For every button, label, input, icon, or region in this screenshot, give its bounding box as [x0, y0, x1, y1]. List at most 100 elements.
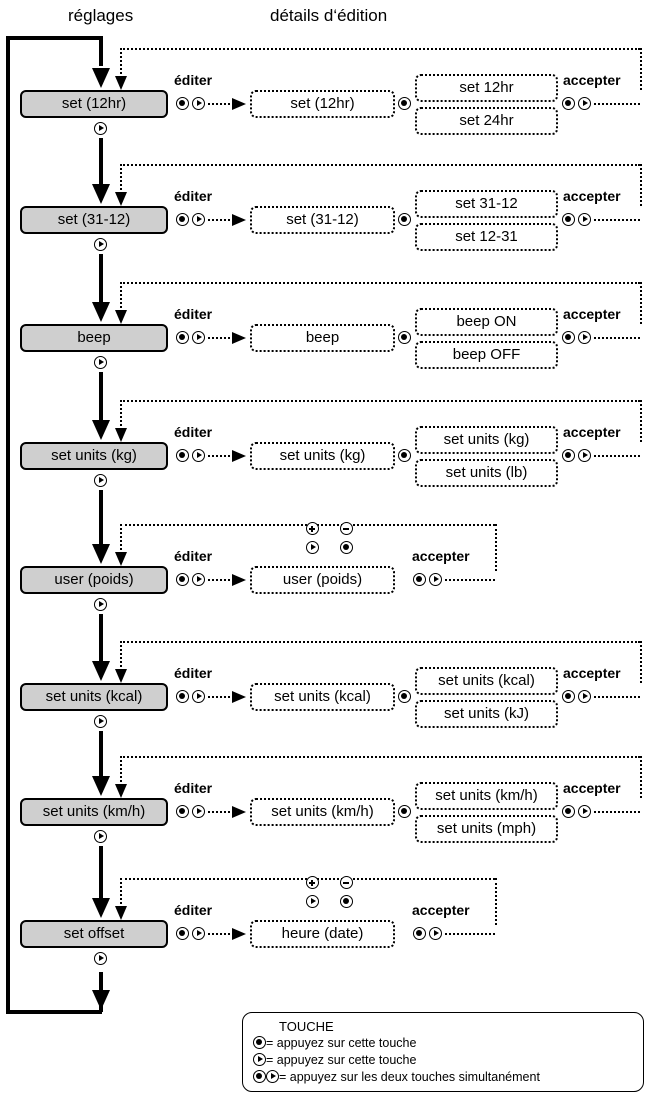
play-button-icon[interactable]: [94, 830, 107, 843]
dot-button-icon[interactable]: [176, 213, 189, 226]
edit-label: éditer: [174, 665, 213, 681]
loop-line-bottom: [6, 1010, 102, 1014]
setting-box[interactable]: beep: [20, 324, 168, 352]
option-box: beep ON: [415, 308, 558, 336]
dot-button-icon[interactable]: [398, 331, 411, 344]
main-arrow-icon: [92, 68, 110, 88]
play-button-icon[interactable]: [578, 805, 591, 818]
legend-item-play-text: = appuyez sur cette touche: [266, 1053, 417, 1067]
setting-box[interactable]: set (12hr): [20, 90, 168, 118]
legend-title: TOUCHE: [279, 1019, 334, 1034]
dot-button-icon[interactable]: [176, 97, 189, 110]
detail-box: heure (date): [250, 920, 395, 948]
play-button-icon[interactable]: [578, 97, 591, 110]
dot-button-icon[interactable]: [176, 805, 189, 818]
option-box: beep OFF: [415, 341, 558, 369]
return-loop-top: [120, 282, 640, 284]
play-button-icon[interactable]: [429, 927, 442, 940]
dot-button-icon[interactable]: [413, 927, 426, 940]
legend-box: TOUCHE = appuyez sur cette touche = appu…: [242, 1012, 644, 1092]
main-flow-line: [99, 846, 103, 900]
return-loop-right: [640, 282, 642, 324]
main-flow-line: [99, 731, 103, 778]
main-arrow-icon: [92, 776, 110, 796]
main-arrow-icon: [92, 661, 110, 681]
dot-button-icon[interactable]: [562, 805, 575, 818]
setting-box[interactable]: set units (kcal): [20, 683, 168, 711]
dot-button-icon[interactable]: [176, 449, 189, 462]
play-button-icon[interactable]: [192, 449, 205, 462]
accept-label: accepter: [563, 665, 621, 681]
dot-button-icon[interactable]: [398, 805, 411, 818]
dot-button-icon[interactable]: [562, 449, 575, 462]
play-button-icon[interactable]: [94, 598, 107, 611]
dot-button-icon[interactable]: [340, 541, 353, 554]
accept-label: accepter: [563, 72, 621, 88]
play-button-icon[interactable]: [192, 331, 205, 344]
play-button-icon[interactable]: [192, 573, 205, 586]
loop-line-entry: [99, 36, 103, 66]
dot-button-icon[interactable]: [413, 573, 426, 586]
dot-button-icon[interactable]: [176, 331, 189, 344]
play-button-icon[interactable]: [578, 449, 591, 462]
main-flow-line: [99, 490, 103, 546]
dot-button-icon[interactable]: [562, 690, 575, 703]
accept-line: [594, 337, 640, 339]
return-loop-down: [120, 282, 122, 312]
play-button-icon[interactable]: [94, 356, 107, 369]
legend-item-both: = appuyez sur les deux touches simultané…: [253, 1070, 540, 1084]
return-loop-down: [120, 48, 122, 78]
play-button-icon: [253, 1053, 266, 1066]
setting-box[interactable]: set units (km/h): [20, 798, 168, 826]
dot-button-icon[interactable]: [562, 97, 575, 110]
play-button-icon[interactable]: [94, 952, 107, 965]
dot-button-icon[interactable]: [398, 449, 411, 462]
play-button-icon[interactable]: [578, 331, 591, 344]
accept-label: accepter: [412, 548, 470, 564]
dot-button-icon[interactable]: [176, 927, 189, 940]
main-flow-line: [99, 138, 103, 186]
return-loop-right: [640, 164, 642, 206]
dot-button-icon[interactable]: [340, 895, 353, 908]
play-button-icon[interactable]: [429, 573, 442, 586]
option-box: set 31-12: [415, 190, 558, 218]
play-button-icon[interactable]: [94, 122, 107, 135]
play-button-icon[interactable]: [94, 474, 107, 487]
play-button-icon[interactable]: [192, 805, 205, 818]
setting-box[interactable]: user (poids): [20, 566, 168, 594]
edit-arrow-line: [208, 103, 234, 105]
play-button-icon[interactable]: [192, 927, 205, 940]
dot-button-icon[interactable]: [176, 573, 189, 586]
dot-button-icon[interactable]: [398, 213, 411, 226]
accept-label: accepter: [563, 306, 621, 322]
minus-button-icon[interactable]: [340, 522, 353, 535]
setting-box[interactable]: set (31-12): [20, 206, 168, 234]
edit-label: éditer: [174, 902, 213, 918]
dot-button-icon[interactable]: [562, 213, 575, 226]
plus-button-icon[interactable]: [306, 876, 319, 889]
plus-button-icon[interactable]: [306, 522, 319, 535]
play-button-icon[interactable]: [578, 690, 591, 703]
return-loop-down: [120, 400, 122, 430]
play-button-icon[interactable]: [578, 213, 591, 226]
play-button-icon[interactable]: [94, 238, 107, 251]
play-button-icon[interactable]: [192, 690, 205, 703]
return-loop-top: [120, 400, 640, 402]
main-flow-line: [99, 254, 103, 304]
play-button-icon[interactable]: [306, 895, 319, 908]
setting-box[interactable]: set units (kg): [20, 442, 168, 470]
dot-button-icon[interactable]: [398, 690, 411, 703]
play-button-icon[interactable]: [192, 213, 205, 226]
edit-label: éditer: [174, 548, 213, 564]
play-button-icon[interactable]: [306, 541, 319, 554]
edit-arrow-line: [208, 933, 234, 935]
play-button-icon[interactable]: [192, 97, 205, 110]
dot-button-icon[interactable]: [398, 97, 411, 110]
dot-button-icon: [253, 1070, 266, 1083]
minus-button-icon[interactable]: [340, 876, 353, 889]
dot-button-icon[interactable]: [562, 331, 575, 344]
play-button-icon[interactable]: [94, 715, 107, 728]
dot-button-icon[interactable]: [176, 690, 189, 703]
setting-box[interactable]: set offset: [20, 920, 168, 948]
main-flow-line: [99, 372, 103, 422]
